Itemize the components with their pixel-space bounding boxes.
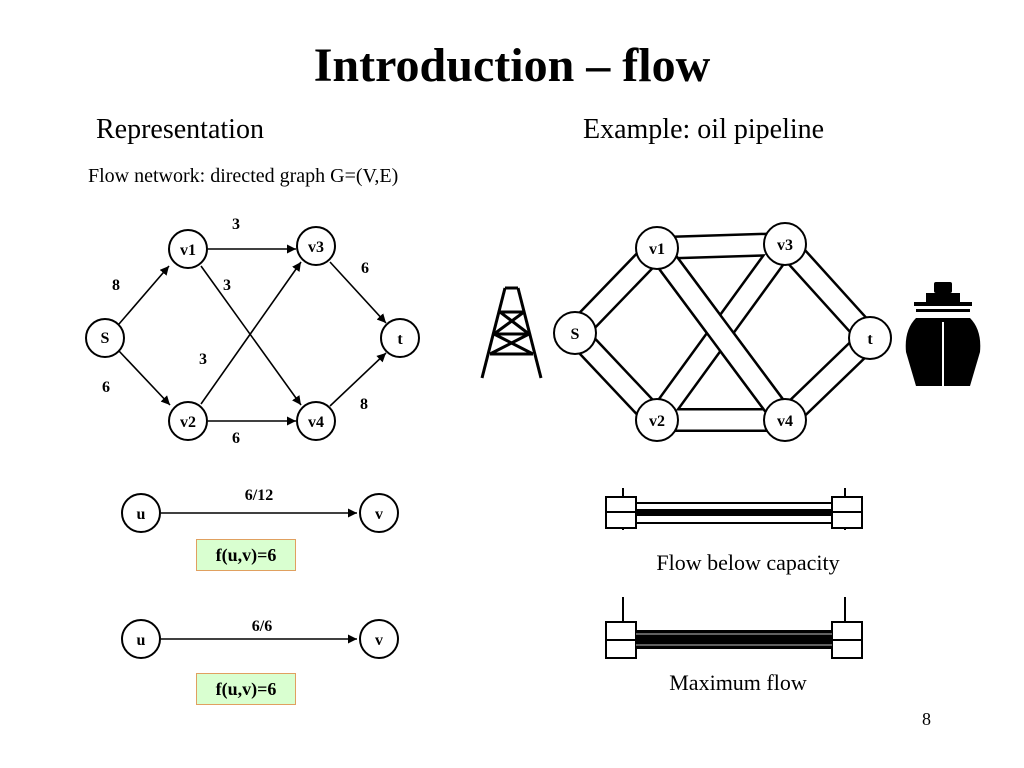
pipe-node-t-label: t [867, 331, 873, 348]
edge-v3-t [329, 261, 387, 324]
flow-below-capacity-caption: Flow below capacity [656, 550, 840, 575]
pipe-node-t-circle [848, 316, 892, 360]
oil-derrick-icon [480, 286, 543, 379]
node-t-label: t [397, 331, 403, 348]
capacity-v1-v4: 3 [223, 277, 231, 294]
node-s-label: S [101, 330, 110, 347]
node-v-label: v [375, 632, 383, 649]
edge-v4-t [329, 352, 387, 407]
pipe-node-v3-label: v3 [777, 237, 793, 254]
node-u-circle [121, 493, 161, 533]
capacity-v4-t: 8 [360, 396, 368, 413]
node-v2-circle [168, 401, 208, 441]
capacity-v2-v4: 6 [232, 430, 240, 447]
pipe-below-capacity-illustration [605, 488, 863, 530]
node-v3-circle [296, 226, 336, 266]
oil-pipeline-network: S v1 v2 v3 v4 t [553, 222, 892, 442]
pipe-node-v1-label: v1 [649, 241, 665, 258]
pipe-node-v2-circle [635, 398, 679, 442]
flow-network-subtitle: Flow network: directed graph G=(V,E) [88, 165, 399, 187]
edge-s-v2 [118, 350, 171, 406]
capacity-v3-t: 6 [361, 260, 369, 277]
node-u-label: u [137, 632, 146, 649]
node-v3-label: v3 [308, 239, 324, 256]
capacity-v2-v3: 3 [199, 351, 207, 368]
pipe-node-v1-circle [635, 226, 679, 270]
flow-value-box: f(u,v)=6 [196, 673, 296, 705]
flow-value-box: f(u,v)=6 [196, 539, 296, 571]
node-v-circle [359, 493, 399, 533]
node-v2-label: v2 [180, 414, 196, 431]
node-v-circle [359, 619, 399, 659]
edge-v2-v3 [200, 261, 302, 405]
example-edge-below-capacity: u v 6/12 [121, 487, 399, 533]
edge-flow-capacity-label: 6/12 [245, 487, 273, 504]
page-number: 8 [922, 709, 931, 729]
node-u-circle [121, 619, 161, 659]
flow-network-graph: S v1 v2 v3 v4 t 8 6 3 3 3 6 6 8 [85, 216, 420, 447]
edge-flow-capacity-label: 6/6 [252, 618, 272, 635]
node-v-label: v [375, 506, 383, 523]
pipe-node-v3-circle [763, 222, 807, 266]
node-u-label: u [137, 506, 146, 523]
node-v1-circle [168, 229, 208, 269]
edge-v1-v4 [200, 265, 302, 406]
edge-s-v1 [118, 265, 170, 325]
pipe-node-v4-circle [763, 398, 807, 442]
pipe-maximum-flow-illustration [605, 597, 863, 659]
node-s-circle [85, 318, 125, 358]
node-v4-label: v4 [308, 414, 324, 431]
representation-heading: Representation [96, 114, 264, 145]
capacity-s-v2: 6 [102, 379, 110, 396]
capacity-s-v1: 8 [112, 277, 120, 294]
pipe-node-s-circle [553, 311, 597, 355]
maximum-flow-caption: Maximum flow [669, 670, 807, 695]
example-edge-max-flow: u v 6/6 [121, 618, 399, 659]
pipe-node-s-label: S [571, 326, 580, 343]
example-heading: Example: oil pipeline [583, 114, 825, 145]
capacity-v1-v3: 3 [232, 216, 240, 233]
slide-title: Introduction – flow [313, 39, 711, 92]
pipe-node-v4-label: v4 [777, 413, 793, 430]
node-v1-label: v1 [180, 242, 196, 259]
node-v4-circle [296, 401, 336, 441]
ship-icon [905, 282, 981, 386]
node-t-circle [380, 318, 420, 358]
pipe-node-v2-label: v2 [649, 413, 665, 430]
